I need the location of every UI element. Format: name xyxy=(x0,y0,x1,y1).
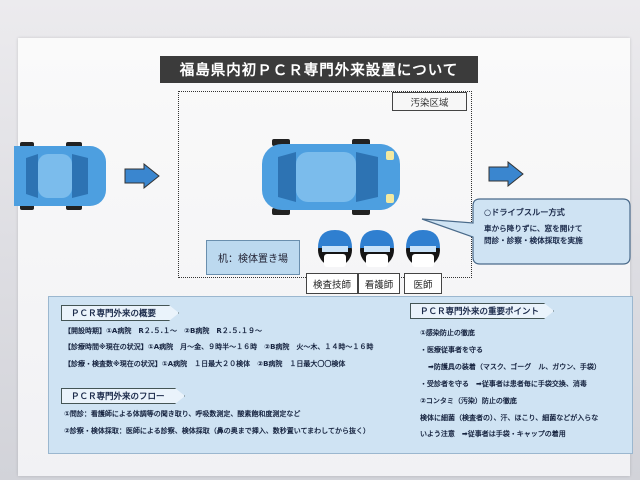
points-line: ①感染防止の徹底 xyxy=(420,329,475,337)
doctor-icon xyxy=(406,230,440,267)
points-line: いよう注意 ➡従事者は手袋・キャップの着用 xyxy=(420,430,566,438)
staff-label-technician: 検査技師 xyxy=(306,273,358,294)
speech-bubble xyxy=(421,198,631,265)
arrow-right-icon xyxy=(488,161,524,187)
specimen-table: 机：検体置き場 xyxy=(206,240,300,275)
drive-through-heading: ○ドライブスルー方式 xyxy=(484,207,565,217)
overview-line: 【診療・検査数※現在の状況】①A病院 １日最大２０検体 ②B病院 １日最大〇〇検… xyxy=(64,360,346,368)
points-line: ➡防護具の装着（マスク、ゴーグ ル、ガウン、手袋） xyxy=(428,363,601,371)
flow-line: ②診察・検体採取：医師による診察、検体採取（鼻の奥まで挿入、数秒置いてまわしてか… xyxy=(64,427,370,435)
nurse-icon xyxy=(360,230,394,267)
info-panel xyxy=(48,296,633,454)
page-title: 福島県内初ＰＣＲ専門外来設置について xyxy=(160,56,478,83)
overview-line: 【診療時間※現在の状況】①A病院 月～金、９時半～１６時 ②B病院 火～木、１４… xyxy=(64,343,374,351)
overview-header: ＰＣＲ専門外来の概要 xyxy=(61,305,179,321)
points-line: 検体に細菌（検査者の）、汗、ほこり、細菌などが入らな xyxy=(420,414,599,422)
flow-header: ＰＣＲ専門外来のフロー xyxy=(61,388,185,404)
points-header: ＰＣＲ専門外来の重要ポイント xyxy=(410,303,554,319)
staff-label-doctor: 医師 xyxy=(404,273,442,294)
flow-line: ①問診：看護師による体調等の聞き取り、呼吸数測定、酸素飽和度測定など xyxy=(64,410,301,418)
drive-through-note: ○ドライブスルー方式 車から降りずに、窓を開けて 問診・診察・検体採取を実施 xyxy=(484,206,624,246)
car-left-icon xyxy=(14,142,106,210)
zone-label: 汚染区域 xyxy=(392,92,467,111)
arrow-right-icon xyxy=(124,163,160,189)
staff-label-nurse: 看護師 xyxy=(358,273,400,294)
points-line: ・医療従事者を守る xyxy=(420,346,483,354)
drive-through-line: 車から降りずに、窓を開けて xyxy=(484,224,583,234)
points-line: ②コンタミ（汚染）防止の徹底 xyxy=(420,397,517,405)
lab-technician-icon xyxy=(318,230,352,267)
overview-line: 【開設時期】①A病院 R２.５.１～ ②B病院 R２.５.１９～ xyxy=(64,327,263,335)
drive-through-line: 問診・診察・検体採取を実施 xyxy=(484,235,583,245)
car-center-icon xyxy=(262,139,400,215)
points-line: ・受診者を守る ➡従事者は患者毎に手袋交換、消毒 xyxy=(420,380,587,388)
